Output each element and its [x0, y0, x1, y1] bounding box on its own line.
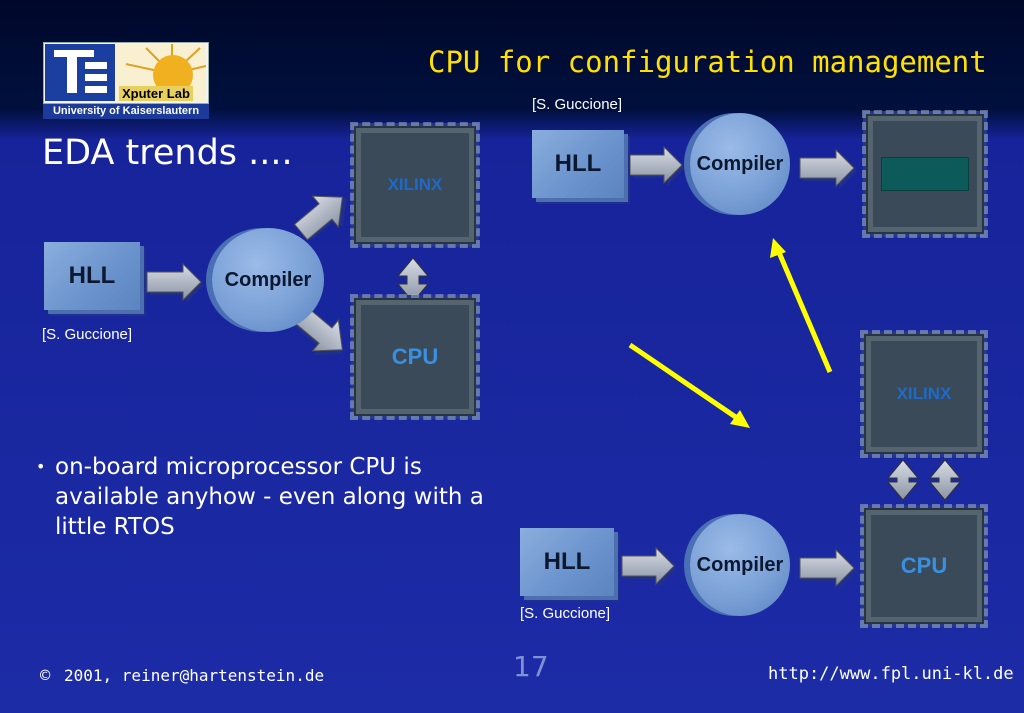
- xilinx-label-bottom: XILINX: [896, 384, 952, 403]
- cpu-chip-left: CPU: [350, 294, 480, 420]
- arrow-hll-to-compiler-left: [146, 262, 204, 303]
- bullet-text: on-board microprocessor CPU is available…: [55, 454, 484, 540]
- slide-title: CPU for configuration management: [428, 45, 987, 79]
- compiler-circle-left: Compiler: [212, 228, 324, 332]
- arrow-hll-to-compiler-bottom: [621, 546, 677, 587]
- bullet-dot-icon: •: [36, 457, 46, 476]
- double-arrow-bottom-2: [928, 459, 962, 501]
- double-arrow-xilinx-cpu: [396, 257, 430, 303]
- citation-left: [S. Guccione]: [42, 326, 133, 343]
- cpu-label-bottom: CPU: [900, 553, 948, 578]
- double-arrow-bottom-1: [886, 459, 920, 501]
- arrow-hll-to-compiler-top: [629, 145, 685, 186]
- yellow-arrow-up: [770, 238, 833, 373]
- university-label: University of Kaiserslautern: [43, 104, 209, 119]
- copyright-text: 2001, reiner@hartenstein.de: [64, 666, 325, 685]
- arrow-compiler-to-xilinx: [293, 195, 347, 241]
- hll-box-top-right: HLL: [532, 130, 624, 198]
- arrow-compiler-to-chip-top: [799, 148, 857, 189]
- ut-logo-mark: [45, 44, 115, 101]
- page-number: 17: [513, 650, 549, 683]
- arrow-compiler-to-cpu: [293, 306, 343, 356]
- footer-url[interactable]: http://www.fpl.uni-kl.de: [768, 664, 1014, 684]
- compiler-circle-bottom-right: Compiler: [690, 514, 790, 616]
- chip-screen: [881, 157, 969, 191]
- cpu-chip-bottom-right: CPU: [860, 504, 988, 628]
- yellow-arrow-down: [628, 342, 750, 428]
- compiler-circle-top-right: Compiler: [690, 113, 790, 215]
- hll-box-left: HLL: [44, 242, 140, 310]
- xilinx-chip-bottom-right: XILINX: [860, 330, 988, 458]
- xputer-lab-label: Xputer Lab: [119, 86, 193, 101]
- xilinx-chip-left: XILINX: [350, 122, 480, 248]
- chip-top-right: [862, 110, 988, 238]
- cpu-label: CPU: [391, 344, 439, 369]
- citation-top-right: [S. Guccione]: [532, 96, 623, 113]
- xilinx-label: XILINX: [387, 175, 443, 194]
- hll-box-bottom-right: HLL: [520, 528, 614, 596]
- eda-trends-heading: EDA trends ....: [42, 133, 293, 173]
- arrow-compiler-to-cpu-bottom: [799, 548, 857, 589]
- copyright-symbol: ©: [40, 666, 51, 686]
- citation-bottom-right: [S. Guccione]: [520, 605, 611, 622]
- ut-logo-icon: [54, 50, 107, 93]
